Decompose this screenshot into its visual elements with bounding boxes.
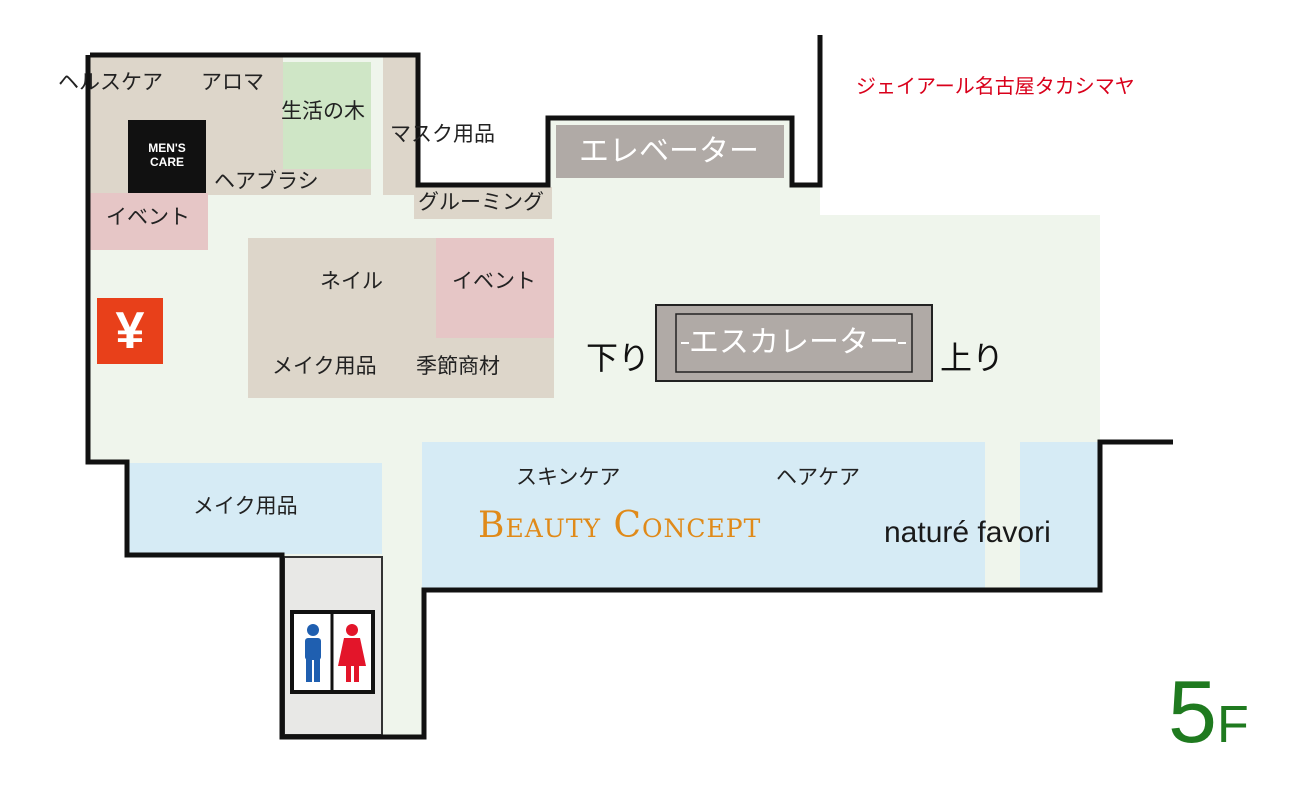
seikatsu-no-ki-shop xyxy=(283,62,371,169)
elevator-area xyxy=(556,125,784,178)
nature-favori-zone xyxy=(1020,442,1100,588)
label-hair-care: ヘアケア xyxy=(776,465,860,489)
escalator-inner xyxy=(675,313,913,373)
mens-care-line2: CARE xyxy=(149,155,184,170)
mens-care-box xyxy=(128,120,206,194)
label-up: 上り xyxy=(940,339,1005,377)
label-aroma: アロマ xyxy=(201,70,264,94)
woman-restroom-icon xyxy=(338,624,366,682)
label-escalator: エスカレーター xyxy=(689,325,899,360)
label-makeup-center: メイク用品 xyxy=(272,354,377,378)
label-down: 下り xyxy=(586,339,651,377)
mens-care-logo: MEN'S CARE xyxy=(128,141,206,170)
label-elevator: エレベーター xyxy=(579,134,759,169)
event-area-left xyxy=(90,193,208,250)
wall-left-side xyxy=(85,55,1173,740)
yen-icon: ¥ xyxy=(97,298,163,364)
hairbrush-counter xyxy=(283,169,371,195)
label-grooming: グルーミング xyxy=(418,190,544,214)
floor-suffix: F xyxy=(1216,696,1249,754)
man-restroom-icon xyxy=(305,624,321,682)
label-event-left: イベント xyxy=(106,205,190,229)
escalator-outer xyxy=(655,304,933,382)
event-area-center xyxy=(436,238,554,338)
makeup-zone-lower xyxy=(129,463,382,554)
mens-care-line1: MEN'S xyxy=(148,141,186,155)
label-makeup-lower: メイク用品 xyxy=(193,494,298,518)
label-hair-brush: ヘアブラシ xyxy=(214,169,319,193)
label-seikatsu-no-ki: 生活の木 xyxy=(281,99,365,123)
beauty-concept-logo: Beauty Concept xyxy=(478,505,762,546)
mask-goods-counter xyxy=(383,57,416,195)
store-name: ジェイアール名古屋タカシマヤ xyxy=(856,74,1135,98)
floor-label: 5F xyxy=(1168,668,1249,756)
floor-number: 5 xyxy=(1168,662,1217,761)
label-nail: ネイル xyxy=(320,269,383,293)
beauty-concept-zone xyxy=(422,442,985,588)
label-health-care: ヘルスケア xyxy=(58,70,163,94)
nature-favori-logo: naturé favori xyxy=(884,516,1051,549)
wall-left xyxy=(90,35,823,188)
label-mask-goods: マスク用品 xyxy=(390,122,495,146)
grooming-counter xyxy=(414,187,552,219)
label-event-center: イベント xyxy=(452,269,536,293)
label-skin-care: スキンケア xyxy=(516,465,621,489)
label-seasonal-goods: 季節商材 xyxy=(416,354,500,378)
